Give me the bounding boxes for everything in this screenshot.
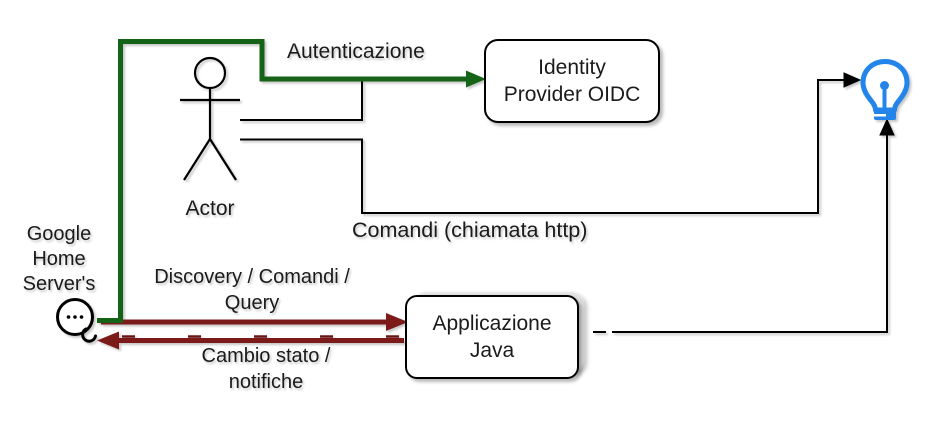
google-home-servers-label: Google Home Server's — [22, 223, 96, 295]
ellipsis-dot — [79, 315, 84, 319]
cambio-stato-arrowhead — [97, 331, 119, 350]
bulb-filament-dot — [880, 81, 889, 90]
applicazione-java-label: Applicazione Java — [432, 312, 552, 362]
actor-icon — [180, 56, 240, 181]
discovery-arrowhead — [386, 313, 408, 331]
cambio-stato-notifiche-label: Cambio stato / notifiche — [201, 345, 331, 393]
comandi-http-arrowhead — [843, 72, 862, 88]
discovery-comandi-query-label: Discovery / Comandi / Query — [154, 266, 350, 314]
ellipsis-dot — [73, 315, 77, 319]
google-home-icon — [56, 298, 97, 343]
java-to-bulb-line — [612, 133, 888, 333]
comandi-http-label: Comandi (chiamata http) — [352, 218, 588, 242]
identity-provider-label: Identity Provider OIDC — [503, 56, 641, 106]
actor-left-leg — [183, 138, 211, 181]
actor-to-auth-line — [240, 81, 363, 121]
comandi-http-line — [240, 79, 845, 214]
ellipsis-dot — [66, 315, 71, 319]
speech-bubble-tail — [81, 327, 97, 343]
bulb-base-slot — [874, 114, 886, 117]
autenticazione-label: Autenticazione — [287, 40, 425, 63]
applicazione-java-box: Applicazione Java — [405, 295, 579, 379]
actor-label: Actor — [185, 197, 235, 220]
light-bulb-icon — [860, 59, 910, 120]
actor-head — [193, 56, 227, 90]
identity-provider-box: Identity Provider OIDC — [484, 39, 660, 123]
java-to-bulb-arrowhead — [879, 118, 895, 136]
actor-right-leg — [209, 138, 237, 181]
auth-flow-arrowhead — [466, 70, 486, 88]
auth-flow-line — [97, 39, 470, 323]
